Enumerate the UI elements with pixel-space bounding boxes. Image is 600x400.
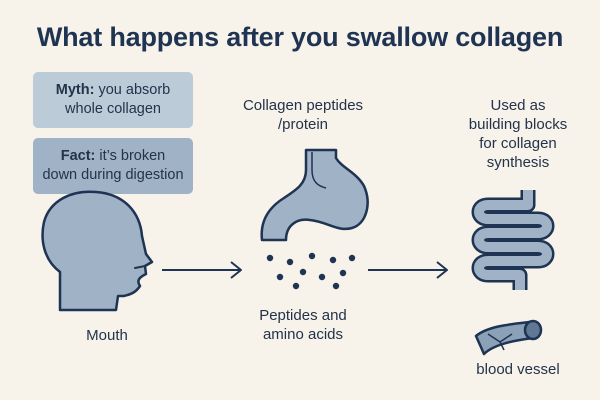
amino-acids-label-line2: amino acids: [262, 326, 344, 343]
arrow-right-icon: [368, 261, 448, 279]
myth-text-1: you absorb: [98, 82, 171, 98]
myth-text-2: whole collagen: [65, 101, 161, 117]
mouth-label: Mouth: [86, 327, 128, 344]
page-title: What happens after you swallow collagen: [36, 22, 564, 52]
particles-icon: [266, 252, 356, 290]
stomach-icon: [260, 148, 369, 242]
blood-vessel-icon: [474, 319, 543, 356]
synthesis-label-line2: building blocks: [468, 116, 568, 133]
synthesis-label-line3: for collagen: [479, 135, 557, 152]
fact-label: Fact:: [60, 148, 96, 164]
fact-text-1: it’s broken: [99, 148, 166, 164]
intestine-icon: [471, 190, 555, 290]
amino-acids-label: Peptides and amino acids: [236, 306, 370, 344]
peptides-label: Collagen peptides /protein: [236, 96, 370, 134]
blood-vessel-label: blood vessel: [476, 361, 560, 378]
myth-label: Myth:: [55, 82, 95, 98]
peptides-label-line1: Collagen peptides: [242, 97, 364, 114]
fact-text-2: down during digestion: [42, 167, 184, 183]
synthesis-label-line4: synthesis: [486, 154, 550, 171]
myth-box: Myth: you absorb whole collagen: [33, 72, 193, 128]
fact-box: Fact: it’s broken down during digestion: [33, 138, 193, 194]
head-profile-icon: [41, 190, 154, 312]
amino-acids-label-line1: Peptides and: [259, 307, 347, 324]
arrow-right-icon: [162, 261, 242, 279]
peptides-label-line2: /protein: [277, 116, 329, 133]
synthesis-label-line1: Used as: [490, 97, 546, 114]
synthesis-label: Used as building blocks for collagen syn…: [448, 96, 588, 172]
